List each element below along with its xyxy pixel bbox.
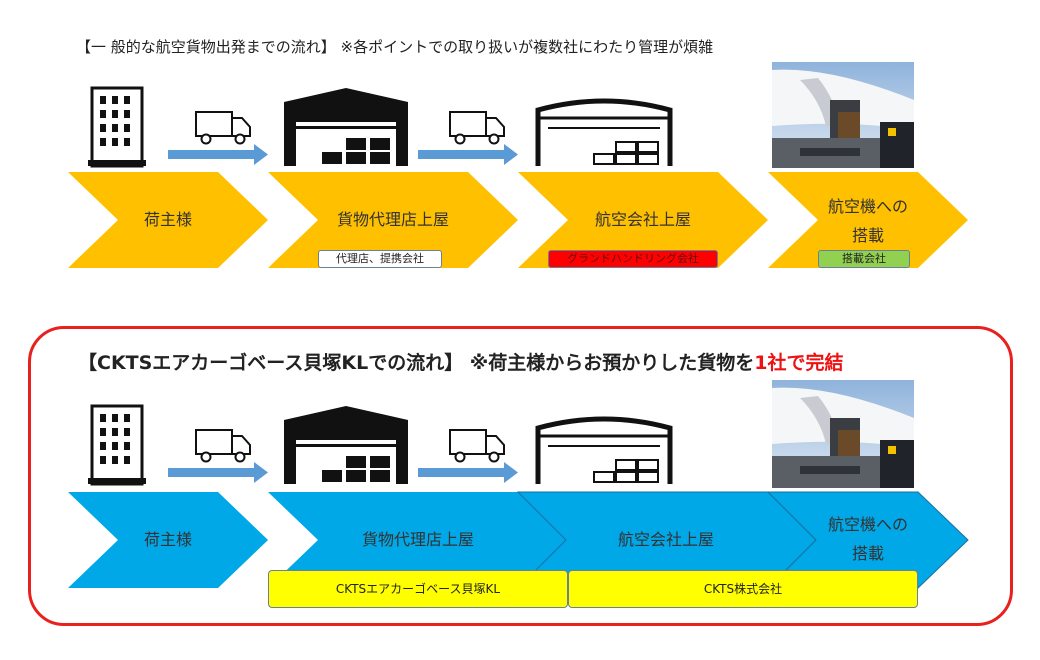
warehouse-icon	[284, 406, 408, 484]
airplane-loading-photo	[772, 380, 914, 488]
step-label: 搭載	[851, 544, 884, 563]
building-icon	[88, 86, 146, 168]
step-label: 搭載	[851, 226, 884, 245]
step-label: 航空機への	[827, 197, 908, 216]
airplane-loading-photo	[772, 62, 914, 168]
company-tag: グランドハンドリング会社	[548, 250, 718, 268]
top-icons	[88, 62, 914, 168]
building-icon	[88, 404, 146, 486]
truck-icon	[449, 111, 505, 145]
ckts-flow-title: 【CKTSエアカーゴベース貝塚KLでの流れ】 ※荷主様からお預かりした貨物を1社…	[78, 348, 844, 375]
company-tag: CKTS株式会社	[568, 570, 918, 608]
blue-arrow-icon	[168, 462, 268, 483]
hangar-icon	[535, 416, 673, 484]
truck-icon	[195, 111, 251, 145]
truck-icon	[195, 429, 251, 463]
blue-arrow-icon	[418, 144, 518, 165]
company-tag: CKTSエアカーゴベース貝塚KL	[268, 570, 568, 608]
blue-arrow-icon	[418, 462, 518, 483]
top-flow-title: 【一 般的な航空貨物出発までの流れ】 ※各ポイントでの取り扱いが複数社にわたり管…	[76, 38, 714, 56]
step-label: 荷主様	[143, 210, 192, 229]
truck-icon	[449, 429, 505, 463]
chevron-aircraft-loading	[768, 172, 968, 268]
chevron-shipper	[68, 172, 268, 268]
step-label: 貨物代理店上屋	[336, 210, 449, 229]
chevron-forwarder-warehouse	[268, 172, 518, 268]
hangar-icon	[535, 98, 673, 166]
chevron-airline-warehouse	[518, 172, 768, 268]
step-label: 航空機への	[827, 515, 908, 534]
company-tag: 代理店、提携会社	[318, 250, 442, 268]
blue-arrow-icon	[168, 144, 268, 165]
title-highlight: 1社で完結	[754, 352, 844, 374]
chevron-aircraft-loading	[766, 491, 969, 589]
step-label: 航空会社上屋	[617, 530, 714, 549]
step-label: 荷主様	[143, 530, 192, 549]
chevron-shipper	[68, 492, 268, 588]
bottom-icons	[88, 380, 914, 488]
step-label: 航空会社上屋	[594, 210, 691, 229]
chevron-forwarder-warehouse	[268, 492, 566, 588]
ckts-flow-frame	[28, 326, 1013, 626]
top-chevrons	[68, 172, 968, 268]
step-label: 貨物代理店上屋	[361, 530, 474, 549]
warehouse-icon	[284, 88, 408, 166]
company-tag: 搭載会社	[818, 250, 910, 268]
title-prefix: 【CKTSエアカーゴベース貝塚KLでの流れ】 ※荷主様からお預かりした貨物を	[78, 352, 755, 374]
